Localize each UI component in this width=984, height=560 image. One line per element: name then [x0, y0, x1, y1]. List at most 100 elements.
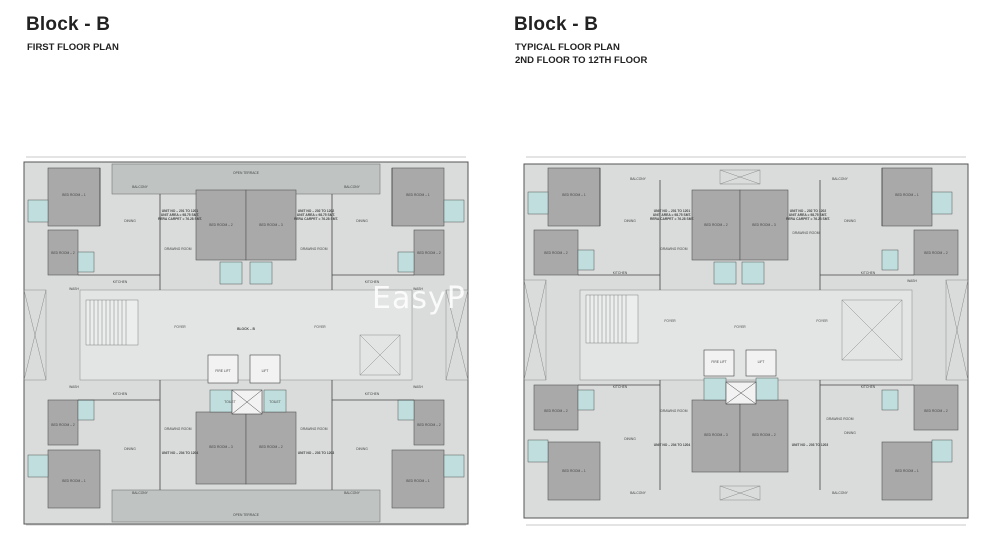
label-bed-room-1-tl: BED ROOM – 1 — [62, 193, 86, 197]
label-balcony-bl-typ: BALCONY — [630, 491, 647, 495]
label-bed-room-2-top: BED ROOM – 2 — [209, 223, 233, 227]
label-balcony-tl: BALCONY — [132, 185, 149, 189]
label-open-terrace-bot: OPEN TERRACE — [233, 513, 260, 517]
label-foyer-c-typ: FOYER — [734, 325, 746, 329]
label-block-b: BLOCK – B — [237, 327, 255, 331]
label-bed-room-1-tl-typ: BED ROOM – 1 — [562, 193, 586, 197]
label-dining-tl-typ: DINING — [624, 219, 636, 223]
label-bed-room-2-top-typ: BED ROOM – 2 — [704, 223, 728, 227]
label-wash-br: WASH — [413, 385, 423, 389]
label-foyer-l-typ: FOYER — [664, 319, 676, 323]
label-dining-br: DINING — [356, 447, 368, 451]
left-plan-title: Block - B — [26, 14, 111, 35]
label-bed-room-1-br-typ: BED ROOM – 1 — [895, 469, 919, 473]
label-bed-room-1-tr-typ: BED ROOM – 1 — [895, 193, 919, 197]
label-drawing-room-bl: DRAWING ROOM — [165, 427, 192, 431]
label-drawing-room-br: DRAWING ROOM — [301, 427, 328, 431]
label-kitchen-bl-typ: KITCHEN — [613, 385, 628, 389]
label-carpet-left-typ: RERA CARPET = 76.28 SMT. — [650, 217, 694, 221]
right-plan-subtitle-1: TYPICAL FLOOR PLAN — [515, 42, 620, 53]
label-dining-tr: DINING — [356, 219, 368, 223]
label-drawing-room-tr-typ: DRAWING ROOM — [793, 231, 820, 235]
label-bed-room-2-bl-typ: BED ROOM – 2 — [544, 409, 568, 413]
label-bed-room-1-bl-typ: BED ROOM – 1 — [562, 469, 586, 473]
label-kitchen-br-typ: KITCHEN — [861, 385, 876, 389]
label-unit-area-left: UNIT AREA = 98.75 SMT. — [161, 213, 199, 217]
label-kitchen-tr: KITCHEN — [365, 280, 380, 284]
label-kitchen-bl: KITCHEN — [113, 392, 128, 396]
right-plan-subtitle-2: 2ND FLOOR TO 12TH FLOOR — [515, 55, 648, 66]
label-bed-room-1-tr: BED ROOM – 1 — [406, 193, 430, 197]
label-open-terrace-top: OPEN TERRACE — [233, 171, 260, 175]
label-bed-room-3-top: BED ROOM – 3 — [259, 223, 283, 227]
label-bed-room-2-l: BED ROOM – 2 — [51, 251, 75, 255]
label-drawing-room-tr: DRAWING ROOM — [301, 247, 328, 251]
label-carpet-right: RERA CARPET = 76.28 SMT. — [294, 217, 338, 221]
label-unit-br-typ: UNIT NO – 203 TO 1203 — [792, 443, 829, 447]
label-toilet-c2: TOILET — [269, 400, 280, 404]
label-bed-room-3-top-typ: BED ROOM – 3 — [752, 223, 776, 227]
label-balcony-tr: BALCONY — [344, 185, 361, 189]
label-unit-area-right: UNIT AREA = 98.75 SMT. — [297, 213, 335, 217]
label-bed-room-2-bl: BED ROOM – 2 — [51, 423, 75, 427]
label-balcony-br-typ: BALCONY — [832, 491, 849, 495]
first-floor-plan: BED ROOM – 1 BED ROOM – 1 BED ROOM – 2 B… — [20, 150, 472, 532]
label-balcony-tl-typ: BALCONY — [630, 177, 647, 181]
label-foyer-r: FOYER — [314, 325, 326, 329]
label-kitchen-tl-typ: KITCHEN — [613, 271, 628, 275]
label-fire-lift: FIRE LIFT — [215, 369, 230, 373]
label-bed-room-2-bot: BED ROOM – 2 — [259, 445, 283, 449]
label-bed-room-2-r-typ: BED ROOM – 2 — [924, 251, 948, 255]
label-foyer-l: FOYER — [174, 325, 186, 329]
label-drawing-room-tl: DRAWING ROOM — [165, 247, 192, 251]
label-kitchen-tl: KITCHEN — [113, 280, 128, 284]
label-bed-room-2-l-typ: BED ROOM – 2 — [544, 251, 568, 255]
label-drawing-room-br-typ: DRAWING ROOM — [827, 417, 854, 421]
label-foyer-r-typ: FOYER — [816, 319, 828, 323]
label-drawing-room-tl-typ: DRAWING ROOM — [661, 247, 688, 251]
label-kitchen-br: KITCHEN — [365, 392, 380, 396]
label-balcony-bl: BALCONY — [132, 491, 149, 495]
label-unit-right-typ: UNIT NO – 202 TO 1202 — [790, 209, 827, 213]
label-fire-lift-typ: FIRE LIFT — [711, 360, 726, 364]
label-bed-room-2-br-typ: BED ROOM – 2 — [924, 409, 948, 413]
label-dining-tr-typ: DINING — [844, 219, 856, 223]
label-dining-bl-typ: DINING — [624, 437, 636, 441]
label-kitchen-tr-typ: KITCHEN — [861, 271, 876, 275]
first-floor-plan-drawing: BED ROOM – 1 BED ROOM – 1 BED ROOM – 2 B… — [20, 150, 472, 532]
label-bed-room-1-bl: BED ROOM – 1 — [62, 479, 86, 483]
label-lift-typ: LIFT — [758, 360, 765, 364]
label-balcony-br: BALCONY — [344, 491, 361, 495]
label-bed-room-3-bot: BED ROOM – 3 — [209, 445, 233, 449]
label-unit-area-right-typ: UNIT AREA = 98.75 SMT. — [789, 213, 827, 217]
label-carpet-left: RERA CARPET = 76.28 SMT. — [158, 217, 202, 221]
typical-floor-plan: BED ROOM – 1 BED ROOM – 1 BED ROOM – 2 B… — [520, 150, 972, 532]
label-wash-tr-typ: WASH — [907, 279, 917, 283]
label-unit-right: UNIT NO – 202 TO 1202 — [298, 209, 335, 213]
label-unit-bl-typ: UNIT NO – 204 TO 1204 — [654, 443, 691, 447]
typical-floor-plan-drawing: BED ROOM – 1 BED ROOM – 1 BED ROOM – 2 B… — [520, 150, 972, 532]
label-dining-bl: DINING — [124, 447, 136, 451]
label-balcony-tr-typ: BALCONY — [832, 177, 849, 181]
label-bed-room-2-br: BED ROOM – 2 — [417, 423, 441, 427]
label-dining-br-typ: DINING — [844, 431, 856, 435]
label-wash-tr: WASH — [413, 287, 423, 291]
watermark: EasyP m — [372, 281, 507, 316]
label-carpet-right-typ: RERA CARPET = 76.28 SMT. — [786, 217, 830, 221]
label-unit-br: UNIT NO – 203 TO 1203 — [298, 451, 335, 455]
label-bed-room-2-bot-typ: BED ROOM – 2 — [752, 433, 776, 437]
right-plan-title: Block - B — [514, 14, 599, 35]
label-unit-bl: UNIT NO – 204 TO 1204 — [162, 451, 199, 455]
label-bed-room-1-br: BED ROOM – 1 — [406, 479, 430, 483]
label-unit-left-typ: UNIT NO – 201 TO 1201 — [654, 209, 691, 213]
label-bed-room-2-r: BED ROOM – 2 — [417, 251, 441, 255]
label-unit-left: UNIT NO – 201 TO 1201 — [162, 209, 199, 213]
label-drawing-room-bl-typ: DRAWING ROOM — [661, 409, 688, 413]
label-dining-tl: DINING — [124, 219, 136, 223]
label-toilet-c1: TOILET — [224, 400, 235, 404]
label-unit-area-left-typ: UNIT AREA = 98.75 SMT. — [653, 213, 691, 217]
left-plan-subtitle: FIRST FLOOR PLAN — [27, 42, 119, 53]
label-wash-bl: WASH — [69, 385, 79, 389]
label-wash-tl: WASH — [69, 287, 79, 291]
label-bed-room-3-bot-typ: BED ROOM – 3 — [704, 433, 728, 437]
